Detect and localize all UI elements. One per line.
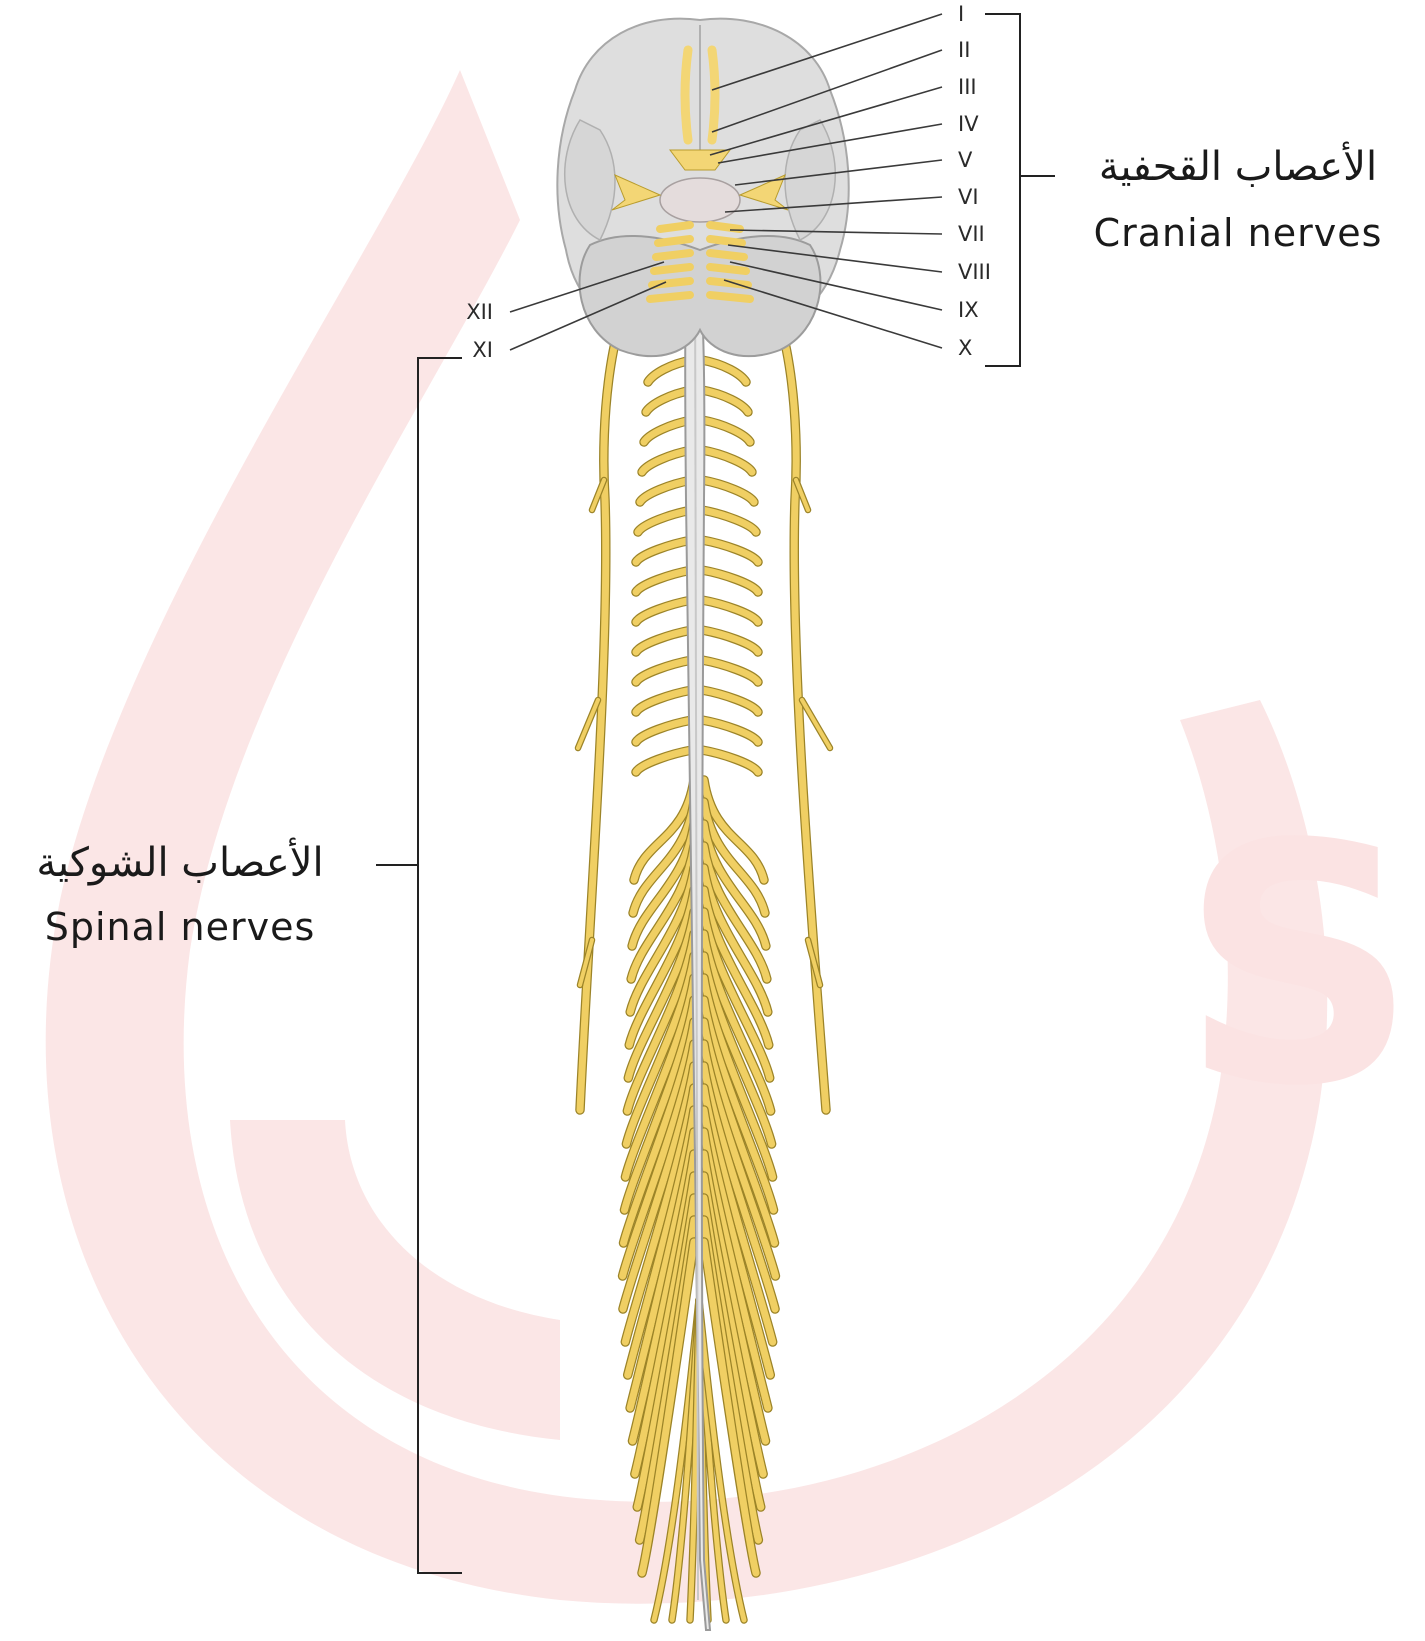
cranial-bracket bbox=[985, 14, 1055, 366]
cranial-nerve-numeral: VI bbox=[958, 185, 979, 209]
spinal-label-ar: الأعصاب الشوكية bbox=[36, 837, 323, 886]
brainstem-root-left bbox=[658, 239, 690, 243]
brainstem-root-right bbox=[710, 295, 750, 299]
brainstem-root-right bbox=[710, 239, 742, 243]
brainstem-root-right bbox=[710, 253, 744, 257]
brainstem-root-right bbox=[710, 267, 746, 271]
cranial-nerve-numeral: VII bbox=[958, 222, 985, 246]
brainstem-root-left bbox=[656, 253, 690, 257]
cranial-nerve-numeral: XI bbox=[472, 338, 493, 362]
cranial-nerve-numeral: IV bbox=[958, 112, 979, 136]
cranial-nerve-numeral: VIII bbox=[958, 260, 991, 284]
brainstem-root-left bbox=[652, 281, 690, 285]
cranial-label-en: Cranial nerves bbox=[1094, 211, 1383, 255]
olfactory-tract-right bbox=[712, 50, 715, 140]
brainstem-root-left bbox=[660, 225, 690, 229]
cranial-nerve-numeral: XII bbox=[466, 300, 493, 324]
cranial-nerve-numeral: I bbox=[958, 2, 964, 26]
lateral-branch-left bbox=[578, 700, 598, 748]
cranial-nerve-numeral: III bbox=[958, 75, 977, 99]
cranial-label-ar: الأعصاب القحفية bbox=[1099, 141, 1377, 190]
watermark-letter: S bbox=[1180, 774, 1418, 1158]
brainstem-pons bbox=[660, 178, 740, 222]
spinal-label-en: Spinal nerves bbox=[45, 905, 316, 949]
olfactory-tract-left bbox=[685, 50, 688, 140]
brainstem-root-left bbox=[654, 267, 690, 271]
brainstem-root-left bbox=[650, 295, 690, 299]
cranial-nerve-numeral: X bbox=[958, 336, 972, 360]
lateral-branch-right bbox=[802, 700, 830, 748]
cranial-nerve-numeral: V bbox=[958, 148, 973, 172]
cranial-nerve-numeral: IX bbox=[958, 298, 979, 322]
cranial-nerve-numeral: II bbox=[958, 38, 970, 62]
brainstem-root-right bbox=[710, 225, 740, 229]
